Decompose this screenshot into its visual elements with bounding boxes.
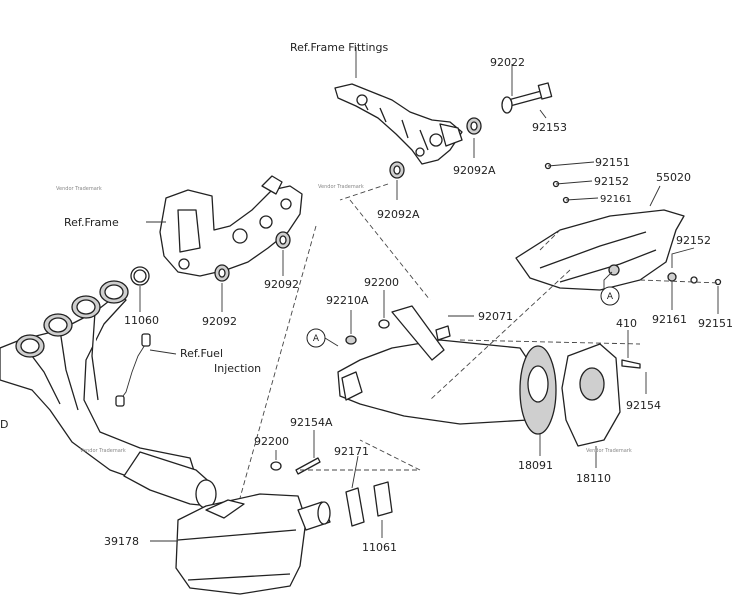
- part-11060: 11060: [124, 314, 159, 327]
- chamber-39178: [175, 493, 307, 595]
- ref-fuel-label: Ref.Fuel: [180, 347, 223, 360]
- gasket-11061: [373, 481, 393, 517]
- part-18110: 18110: [576, 472, 611, 485]
- watermark: Vendor Trademark: [318, 184, 364, 190]
- dashed-reference-lines: [239, 183, 721, 499]
- end-cap-18110: [561, 343, 621, 447]
- part-410: 410: [616, 317, 637, 330]
- part-92153: 92153: [532, 121, 567, 134]
- part-92200-low: 92200: [254, 435, 289, 448]
- outlet-pipe: [297, 501, 331, 531]
- ref-frame-label: Ref.Frame: [64, 216, 119, 229]
- watermark: Vendor Trademark: [586, 448, 632, 454]
- edge-label-d: D: [0, 418, 8, 431]
- part-18091: 18091: [518, 459, 553, 472]
- bolt-92154a: [295, 457, 321, 475]
- fasteners-right: [544, 162, 722, 286]
- watermark: Vendor Trademark: [56, 186, 102, 192]
- svg-text:A: A: [607, 292, 614, 302]
- gasket-11060: [130, 266, 150, 286]
- marker-a-left: A: [306, 328, 326, 348]
- frame-fitting-bracket: [334, 83, 463, 165]
- part-92152-top: 92152: [594, 175, 629, 188]
- part-55020: 55020: [656, 171, 691, 184]
- part-92151-top: 92151: [595, 156, 630, 169]
- part-92092-right: 92092: [264, 278, 299, 291]
- exhaust-headers: [0, 280, 217, 509]
- nut-92210a: [345, 335, 357, 345]
- grommet-92092-left: [214, 264, 230, 282]
- bolt-92071: [435, 325, 451, 341]
- o2-sensor: [115, 333, 151, 407]
- part-92152-right: 92152: [676, 234, 711, 247]
- washer-92200-low: [270, 461, 282, 471]
- part-92210a: 92210A: [326, 294, 369, 307]
- part-92171: 92171: [334, 445, 369, 458]
- part-11061: 11061: [362, 541, 397, 554]
- bolt-92154: [621, 359, 641, 369]
- part-92154a: 92154A: [290, 416, 333, 429]
- grommet-92092a-top: [466, 117, 482, 135]
- injection-label: Injection: [214, 362, 261, 375]
- part-92161-top: 92161: [600, 194, 632, 205]
- part-92200-top: 92200: [364, 276, 399, 289]
- part-92151-right: 92151: [698, 317, 733, 330]
- svg-text:A: A: [313, 334, 320, 344]
- part-92071: 92071: [478, 310, 513, 323]
- part-39178: 39178: [104, 535, 139, 548]
- grommet-92092-right: [275, 231, 291, 249]
- washer-92022: [501, 96, 513, 114]
- muffler-body: [337, 305, 557, 435]
- washer-92200-top: [378, 319, 390, 329]
- bolt-92153: [507, 82, 553, 107]
- part-92092-left: 92092: [202, 315, 237, 328]
- part-92092a-top: 92092A: [453, 164, 496, 177]
- marker-a-right: A: [600, 286, 620, 306]
- grommet-92092a-mid: [389, 161, 405, 179]
- ref-frame-fittings-label: Ref.Frame Fittings: [290, 41, 388, 54]
- watermark: Vendor Trademark: [80, 448, 126, 454]
- clamp-92171: [345, 487, 365, 527]
- part-92022: 92022: [490, 56, 525, 69]
- part-92161-right: 92161: [652, 313, 687, 326]
- frame-mount: [159, 175, 303, 277]
- heat-shield-55020: [515, 209, 685, 291]
- part-92154: 92154: [626, 399, 661, 412]
- part-92092a-mid: 92092A: [377, 208, 420, 221]
